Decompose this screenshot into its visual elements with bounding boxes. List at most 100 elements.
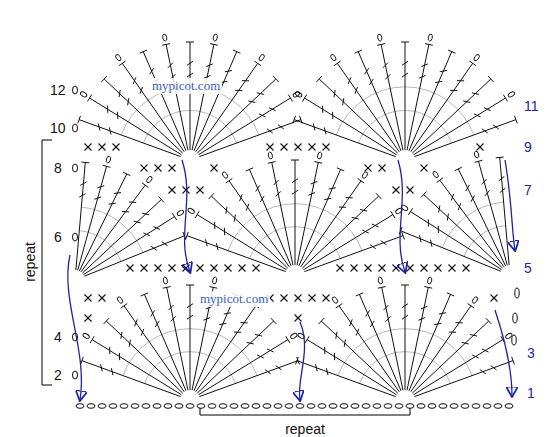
stitch-bar (482, 129, 488, 133)
stitch-top (162, 44, 170, 46)
stitch-bar (430, 240, 431, 247)
stitch-bar (219, 323, 226, 324)
sc-stroke (491, 295, 498, 302)
stitch-bar (344, 340, 345, 347)
chain-stitch (98, 404, 106, 409)
stitch-top (291, 160, 299, 161)
picot-loop (361, 171, 368, 179)
stitch-bar (484, 108, 491, 111)
sc-stroke (141, 265, 148, 272)
stitch-bar (311, 181, 318, 184)
stitch-top (469, 61, 476, 66)
picot-loop (116, 296, 123, 304)
sc-stroke (463, 265, 470, 272)
stitch-bar (257, 93, 264, 95)
chain-stitch (219, 404, 227, 409)
sc-stroke (337, 265, 344, 272)
sc-stroke (309, 295, 316, 302)
sc-stroke (323, 144, 330, 151)
stitch-top (336, 304, 343, 309)
single-crochet (281, 295, 288, 302)
treble-stitch (199, 340, 288, 395)
single-crochet (491, 295, 498, 302)
turning-chain (73, 124, 78, 132)
single-crochet (197, 187, 204, 194)
stitch-bar (334, 353, 335, 360)
picot-loop (295, 91, 303, 98)
stitch-bar (143, 233, 150, 236)
repeat-bracket (42, 140, 52, 385)
sc-stroke (85, 144, 92, 151)
stitch-bar (267, 129, 273, 133)
single-crochet (295, 144, 302, 151)
treble-stitch (199, 120, 300, 157)
direction-arrow (495, 310, 512, 396)
stitch-bar (324, 127, 326, 134)
stitch-bar (133, 77, 136, 84)
treble-stitch (478, 161, 507, 265)
picot-loop (331, 296, 338, 304)
stitch-bar (402, 315, 408, 319)
sc-stroke (337, 265, 344, 272)
stitch-bar (485, 190, 490, 195)
stitch-bar (355, 87, 358, 94)
stitch-top (334, 61, 341, 66)
treble-stitch (407, 287, 428, 390)
stitch-bar (265, 370, 271, 374)
single-crochet (309, 295, 316, 302)
treble-stitch (414, 340, 503, 395)
direction-arrows (68, 160, 515, 400)
stitch-bar (457, 80, 464, 81)
stitch-bar (451, 194, 453, 201)
stitch-top (437, 178, 443, 183)
chain-stitch (197, 404, 205, 409)
stitch-bar (121, 332, 122, 339)
stitch-top (355, 50, 362, 53)
stitch-bar (214, 222, 215, 229)
treble-stitch (249, 169, 291, 265)
single-crochet (85, 144, 92, 151)
single-crochet (155, 165, 162, 172)
sc-stroke (281, 144, 288, 151)
single-crochet (183, 187, 190, 194)
stitch-bar (273, 180, 278, 185)
stitch-bar (107, 106, 108, 113)
stitch-top (186, 42, 194, 43)
sc-stroke (85, 315, 92, 322)
stitch-bar (119, 353, 120, 360)
sc-stroke (183, 187, 190, 194)
picot-loop (378, 277, 383, 285)
sc-stroke (267, 144, 274, 151)
stitch-top (496, 157, 504, 159)
stitch-bar (276, 366, 282, 370)
stitch-bar (326, 368, 328, 375)
stitch-top (163, 287, 171, 289)
stitch-bar (97, 186, 104, 188)
stitch-bar (421, 64, 428, 67)
stitch-bar (345, 197, 352, 198)
chain-stitch (505, 404, 513, 409)
chain-arcs (79, 87, 505, 384)
single-crochet (435, 265, 442, 272)
stitch-bar (128, 98, 129, 105)
single-crochet (365, 265, 372, 272)
stitch-bar (150, 68, 154, 74)
row-number: 8 (54, 160, 62, 176)
sc-stroke (351, 265, 358, 272)
row-number: 3 (527, 345, 535, 361)
treble-stitch (122, 63, 184, 151)
stitch-bar (493, 125, 499, 129)
stitch-bar (482, 349, 489, 352)
stitch-bar (142, 213, 149, 215)
sc-stroke (127, 265, 134, 272)
stitch-bar (499, 176, 505, 181)
sc-stroke (323, 295, 330, 302)
treble-stitch (458, 169, 505, 266)
chain-stitch (87, 404, 95, 409)
treble-stitch (337, 63, 399, 151)
stitch-top (455, 167, 462, 171)
row-number: 6 (54, 229, 62, 245)
sc-stroke (85, 315, 92, 322)
watermark: mypicot.com (150, 78, 222, 94)
stitch-top (488, 76, 493, 82)
